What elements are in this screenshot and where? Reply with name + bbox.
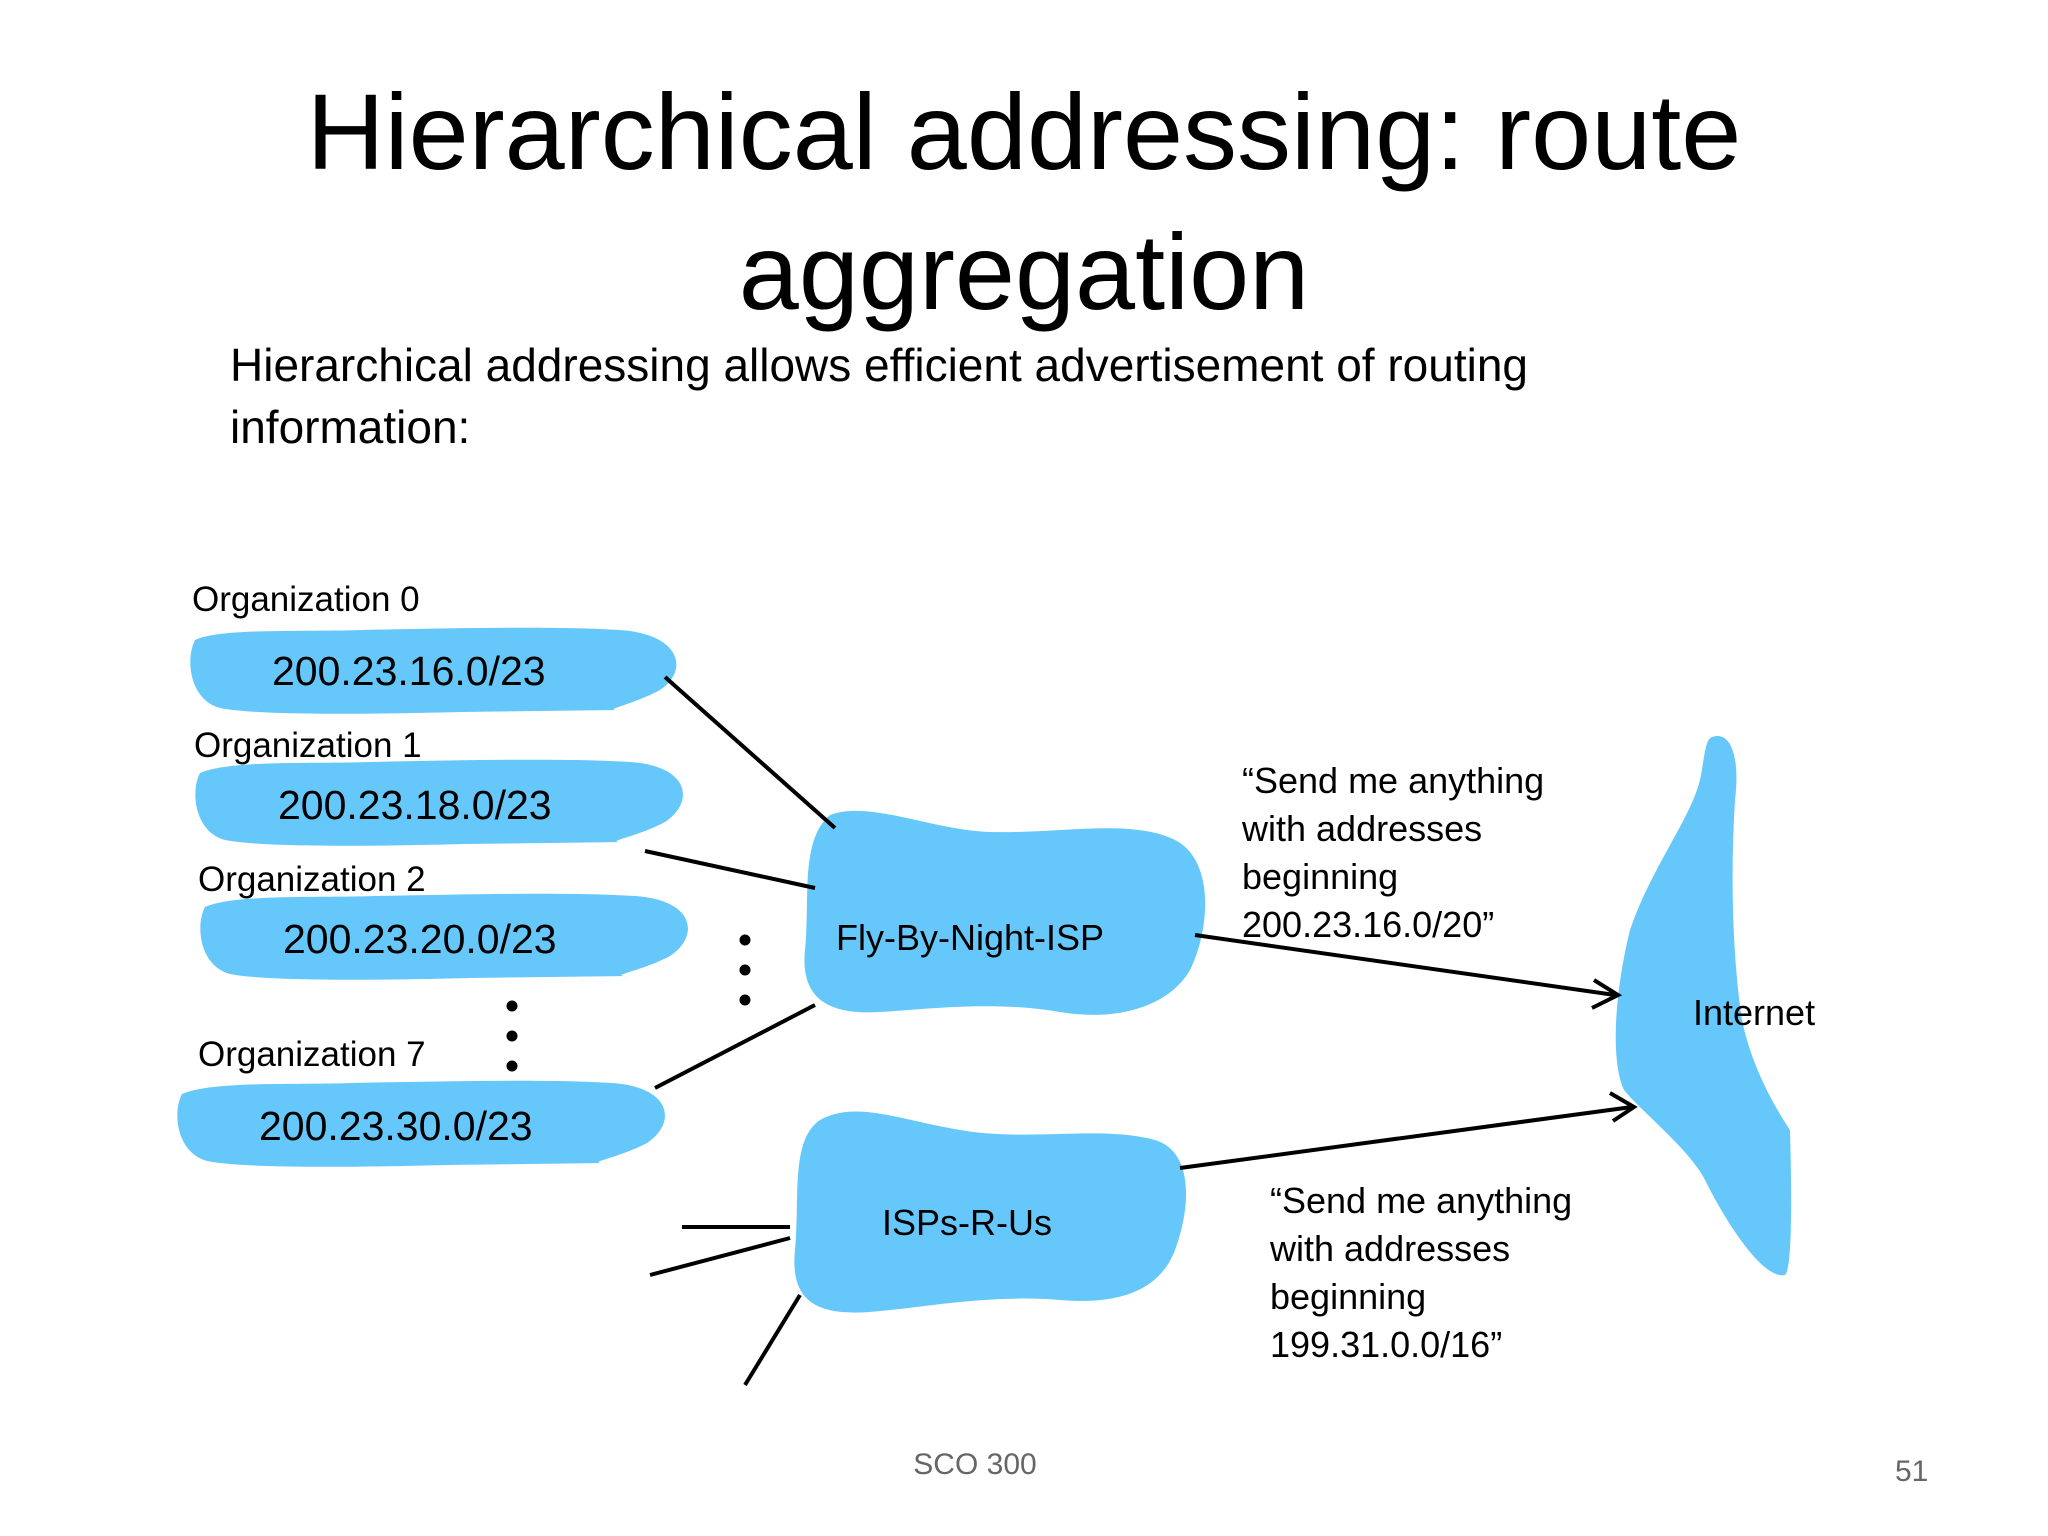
org-1-label: Organization 1 (194, 726, 422, 765)
line-fly-to-internet (1194, 933, 1616, 997)
arrowhead-fly-to-internet (1591, 978, 1623, 1010)
org-2-address: 200.23.20.0/23 (283, 916, 557, 962)
footer-course: SCO 300 (913, 1448, 1037, 1481)
internet-label: Internet (1693, 992, 1816, 1033)
org-0-cloud (190, 627, 677, 714)
advertisement-line: 200.23.16.0/20” (1242, 904, 1495, 945)
slide-subtitle-line-2: information: (230, 401, 471, 453)
advertisement-line: beginning (1242, 856, 1399, 897)
org-ellipsis-dot (506, 1000, 518, 1012)
line-org7-to-fly (654, 1003, 816, 1090)
org-7-label: Organization 7 (198, 1035, 426, 1074)
line-isps-stub-3 (743, 1293, 802, 1387)
advertisement-line: with addresses (1270, 1228, 1511, 1269)
connector-lines (644, 675, 1638, 1387)
slide-subtitle-line-1: Hierarchical addressing allows efficient… (230, 339, 1529, 391)
advertisement-line: with addresses (1242, 808, 1483, 849)
slide-title-line-2: aggregation (738, 211, 1310, 332)
line-org1-to-fly (644, 849, 816, 890)
ellipsis-dots (506, 934, 751, 1072)
arrowhead-isps-to-internet (1608, 1091, 1638, 1123)
advertisement-line: “Send me anything (1242, 760, 1545, 801)
org-ellipsis-dot (506, 1030, 518, 1042)
advertisement-line: beginning (1270, 1276, 1427, 1317)
org-2-cloud (200, 893, 688, 980)
advertisement-line: 199.31.0.0/16” (1270, 1324, 1503, 1365)
isps-r-us-advertisement: “Send me anything with addresses beginni… (1270, 1177, 1572, 1369)
line-isps-stub-2 (649, 1236, 791, 1277)
fly-by-night-advertisement: “Send me anything with addresses beginni… (1242, 757, 1544, 949)
line-isps-to-internet (1179, 1105, 1633, 1170)
isps-r-us-label: ISPs-R-Us (882, 1202, 1052, 1243)
internet-cloud (1615, 735, 1792, 1276)
slide-title: Hierarchical addressing: route aggregati… (0, 62, 2048, 342)
advertisement-line: “Send me anything (1270, 1180, 1573, 1221)
slide-subtitle: Hierarchical addressing allows efficient… (230, 334, 1730, 458)
fly-by-night-isp-cloud (804, 810, 1206, 1015)
org-1-address: 200.23.18.0/23 (278, 782, 552, 828)
line-ellipsis-dot (739, 964, 751, 976)
line-ellipsis-dot (739, 934, 751, 946)
org-1-cloud (195, 759, 683, 846)
org-2-label: Organization 2 (198, 860, 426, 899)
org-0-label: Organization 0 (192, 580, 420, 619)
isps-r-us-cloud (794, 1111, 1187, 1313)
org-0-address: 200.23.16.0/23 (272, 648, 546, 694)
slide-title-line-1: Hierarchical addressing: route (306, 71, 1742, 192)
page-number: 51 (1895, 1455, 1929, 1488)
fly-by-night-isp-label: Fly-By-Night-ISP (836, 917, 1105, 958)
org-7-address: 200.23.30.0/23 (259, 1103, 533, 1149)
org-ellipsis-dot (506, 1060, 518, 1072)
line-org0-to-fly (663, 675, 837, 830)
line-ellipsis-dot (739, 994, 751, 1006)
org-7-cloud (177, 1080, 665, 1167)
